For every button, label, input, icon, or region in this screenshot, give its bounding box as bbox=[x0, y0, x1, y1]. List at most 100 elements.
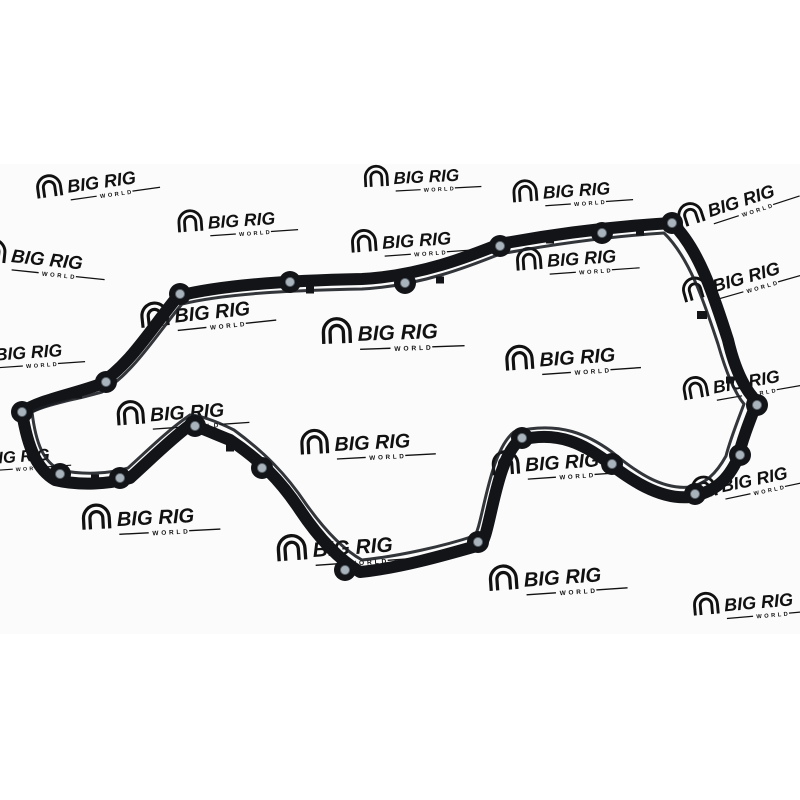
logo-rule bbox=[777, 273, 800, 283]
gasket-tab bbox=[436, 276, 444, 284]
horseshoe-magnet-logo-icon bbox=[693, 591, 720, 616]
logo-tagline-text: WORLD bbox=[745, 388, 779, 400]
horseshoe-magnet-logo-icon bbox=[300, 428, 330, 455]
horseshoe-magnet-logo-icon bbox=[116, 400, 146, 426]
bolt-sleeve bbox=[690, 489, 700, 499]
logo-rule bbox=[360, 347, 391, 351]
logo-brand-text: BIG RIG bbox=[207, 208, 276, 233]
logo-rule bbox=[725, 493, 751, 500]
bolt-sleeve bbox=[285, 277, 295, 287]
bolt-sleeve bbox=[752, 400, 762, 410]
gasket-tab bbox=[697, 311, 707, 319]
logo-rule bbox=[596, 587, 628, 591]
logo-rule bbox=[395, 189, 421, 192]
gasket-tab bbox=[636, 228, 644, 236]
horseshoe-magnet-logo-icon bbox=[36, 174, 64, 199]
bolt-sleeve bbox=[115, 473, 125, 483]
gasket-tab bbox=[74, 391, 82, 399]
logo-brand-text: BIG RIG bbox=[357, 320, 438, 346]
logo-rule bbox=[788, 610, 800, 614]
logo-rule bbox=[0, 365, 23, 369]
logo-brand-text: BIG RIG bbox=[546, 246, 616, 271]
horseshoe-magnet-logo-icon bbox=[363, 164, 389, 188]
logo-rule bbox=[454, 185, 482, 189]
bolt-sleeve bbox=[190, 421, 200, 431]
logo-rule bbox=[717, 291, 744, 300]
logo-tagline-text: WORLD bbox=[579, 268, 613, 276]
bolt-sleeve bbox=[495, 241, 505, 251]
logo-rule bbox=[784, 480, 800, 488]
logo-rule bbox=[527, 476, 556, 480]
logo-rule bbox=[189, 528, 221, 532]
logo-rule bbox=[11, 269, 39, 274]
horseshoe-magnet-logo-icon bbox=[351, 229, 378, 253]
gasket-tabs bbox=[74, 228, 734, 564]
horseshoe-magnet-logo-icon bbox=[81, 503, 112, 530]
logo-rule bbox=[726, 615, 754, 620]
logo-tagline-text: WORLD bbox=[756, 611, 790, 620]
logo-tagline-text: WORLD bbox=[350, 558, 390, 568]
bolt-holes bbox=[11, 212, 768, 581]
logo-rule bbox=[70, 195, 97, 201]
logo-brand-text: BIG RIG bbox=[542, 178, 611, 203]
logo-rule bbox=[177, 326, 207, 332]
logo-rule bbox=[384, 253, 411, 257]
bolt-sleeve bbox=[400, 278, 410, 288]
bolt-sleeve bbox=[55, 469, 65, 479]
logo-tagline-text: WORLD bbox=[424, 186, 457, 194]
logo-tagline-text: WORLD bbox=[574, 367, 612, 377]
bolt-sleeve bbox=[175, 289, 185, 299]
gasket-outline bbox=[16, 217, 763, 578]
logo-tagline-text: WORLD bbox=[369, 453, 407, 462]
logo-brand-text: BIG RIG bbox=[0, 340, 63, 365]
logo-tagline-text: WORLD bbox=[559, 472, 596, 482]
logo-rule bbox=[132, 186, 161, 192]
bolt-sleeve bbox=[101, 377, 111, 387]
logo-rule bbox=[119, 532, 149, 536]
logo-brand-text: BIG RIG bbox=[393, 165, 460, 188]
horseshoe-magnet-logo-icon bbox=[512, 179, 539, 203]
bolt-sleeve bbox=[340, 565, 350, 575]
horseshoe-magnet-logo-icon bbox=[321, 317, 353, 344]
logo-rule bbox=[75, 275, 105, 281]
horseshoe-magnet-logo-icon bbox=[276, 533, 308, 562]
bolt-sleeve bbox=[473, 537, 483, 547]
logo-rule bbox=[542, 371, 571, 376]
logo-tagline-text: WORLD bbox=[152, 528, 190, 537]
logo-brand-text: BIG RIG bbox=[539, 344, 616, 371]
logo-tagline-text: WORLD bbox=[559, 588, 598, 598]
gasket-tab bbox=[226, 444, 234, 452]
logo-tagline-text: WORLD bbox=[394, 345, 434, 353]
gasket-tab bbox=[306, 286, 314, 294]
logo-rule bbox=[270, 229, 299, 233]
bolt-sleeve bbox=[517, 433, 527, 443]
gasket-tab bbox=[91, 474, 99, 482]
horseshoe-magnet-logo-icon bbox=[0, 238, 7, 264]
logo-rule bbox=[772, 195, 800, 206]
logo-brand-text: BIG RIG bbox=[381, 228, 451, 253]
logo-rule bbox=[545, 203, 571, 207]
logo-rule bbox=[713, 215, 739, 225]
logo-rule bbox=[605, 199, 634, 203]
logo-brand-text: BIG RIG bbox=[523, 564, 602, 591]
gasket-inner-edge bbox=[30, 231, 746, 562]
logo-rule bbox=[245, 319, 277, 324]
logo-rule bbox=[549, 271, 576, 275]
logo-tagline-text: WORLD bbox=[16, 465, 47, 473]
logo-rule bbox=[57, 361, 86, 365]
logo-tagline-text: WORLD bbox=[239, 230, 272, 238]
logo-rule bbox=[0, 468, 13, 472]
gasket-tab bbox=[726, 376, 734, 384]
logo-brand-text: BIG RIG bbox=[116, 505, 195, 531]
logo-tagline-text: WORLD bbox=[42, 272, 78, 282]
logo-rule bbox=[432, 344, 465, 348]
